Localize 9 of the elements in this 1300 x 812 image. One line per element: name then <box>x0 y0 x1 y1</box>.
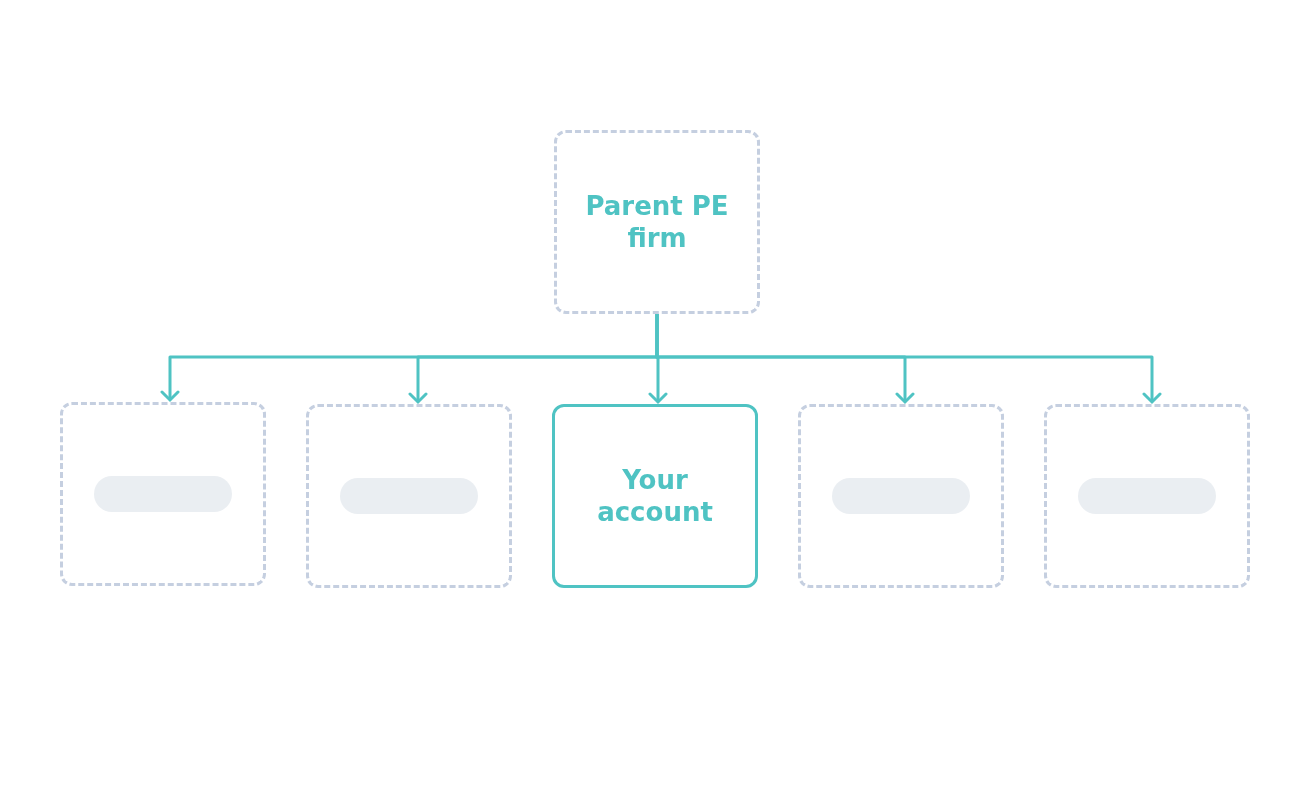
arrow <box>655 314 1162 404</box>
dashed-box <box>306 404 512 588</box>
highlighted-box <box>552 404 758 588</box>
node-label: Your account <box>596 463 714 529</box>
dashed-box <box>554 130 760 314</box>
node-label: Parent PE firm <box>584 189 730 255</box>
dashed-box <box>1044 404 1250 588</box>
dashed-box <box>60 402 266 586</box>
dashed-box <box>798 404 1004 588</box>
